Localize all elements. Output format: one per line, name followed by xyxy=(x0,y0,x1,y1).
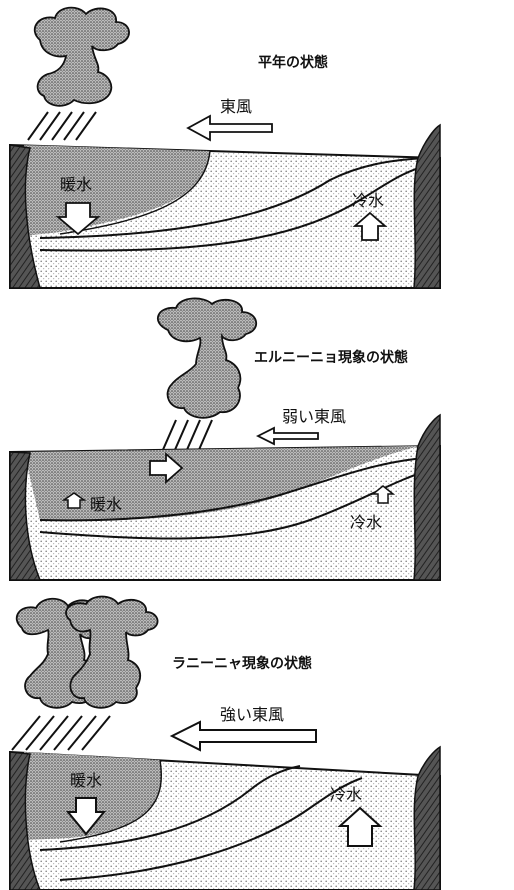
ocean-section xyxy=(9,745,441,890)
warm-up-arrow xyxy=(61,492,87,509)
ocean-section xyxy=(9,413,441,581)
wind-label: 強い東風 xyxy=(220,705,284,724)
cold-up-arrow xyxy=(352,211,388,241)
cloud-1 xyxy=(33,6,130,107)
rain-3 xyxy=(11,715,111,751)
cold-up-arrow xyxy=(370,485,396,504)
rain-2 xyxy=(161,419,213,453)
panel-title: 平年の状態 xyxy=(258,54,328,71)
rain-1 xyxy=(27,111,97,141)
warm-down-arrow xyxy=(65,797,107,836)
wind-arrow xyxy=(186,114,273,142)
wind-label: 東風 xyxy=(220,97,252,116)
cloud-3 xyxy=(15,595,159,709)
warm-down-arrow xyxy=(55,202,101,236)
panel-title: ラニーニャ現象の状態 xyxy=(172,655,312,672)
warm-water-label: 暖水 xyxy=(60,175,92,194)
panel-la-nina: ラニーニャ現象の状態 強い東風 暖水 冷水 xyxy=(9,595,441,890)
cold-up-arrow xyxy=(337,806,383,847)
panel-el-nino: エルニーニョ現象の状態 弱い東風 暖水 冷水 xyxy=(9,297,441,581)
panel-normal: 平年の状態 東風 暖水 冷水 xyxy=(9,6,441,289)
cold-water-label: 冷水 xyxy=(350,513,382,532)
panel-title: エルニーニョ現象の状態 xyxy=(254,349,408,366)
ocean-section xyxy=(9,123,441,289)
wind-label: 弱い東風 xyxy=(282,407,346,426)
warm-water-label: 暖水 xyxy=(90,495,122,514)
wind-arrow xyxy=(169,720,317,752)
cold-water-label: 冷水 xyxy=(352,191,384,210)
cloud-2 xyxy=(156,297,257,419)
wind-arrow xyxy=(255,426,319,446)
warm-east-arrow xyxy=(149,452,184,484)
warm-water-label: 暖水 xyxy=(70,771,102,790)
cold-water-label: 冷水 xyxy=(330,785,362,804)
